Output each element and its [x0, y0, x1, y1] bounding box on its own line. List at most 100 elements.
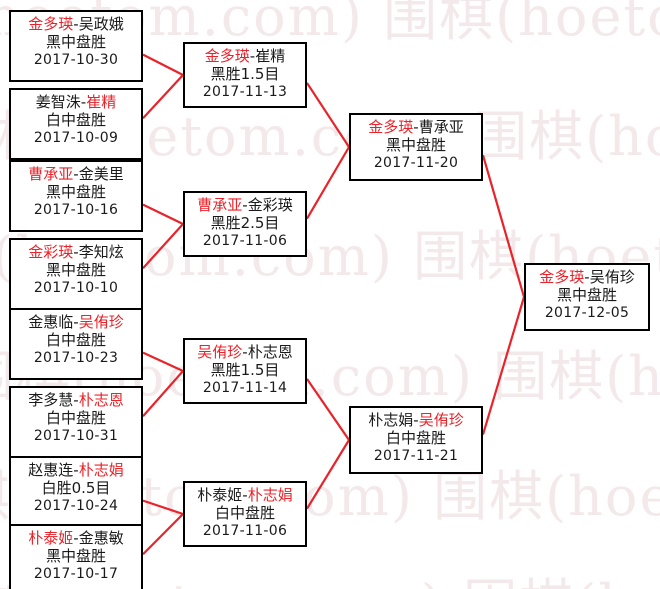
player-left: 金多瑛 [204, 47, 250, 65]
player-right: 吴侑珍 [589, 268, 635, 286]
player-right: 曹承亚 [418, 118, 464, 136]
player-separator: - [249, 47, 256, 65]
match-date: 2017-11-20 [373, 154, 459, 171]
match-date: 2017-11-13 [202, 83, 288, 100]
connector-line [142, 370, 184, 417]
connector-line [306, 82, 350, 148]
player-left: 曹承亚 [28, 165, 74, 183]
player-left: 赵惠连 [28, 461, 74, 479]
player-separator: - [73, 391, 79, 409]
player-right: 崔精 [86, 93, 117, 111]
match-result: 黑中盘胜 [45, 33, 106, 52]
player-left: 金惠临 [28, 313, 74, 331]
player-separator: - [73, 313, 79, 331]
player-right: 崔精 [255, 47, 286, 65]
match-players: 赵惠连-朴志娟 [15, 461, 137, 479]
match-date: 2017-10-31 [33, 427, 119, 444]
match-result: 黑中盘胜 [45, 183, 106, 202]
player-right: 朴志娟 [247, 486, 293, 504]
match-result: 白胜0.5目 [41, 479, 111, 498]
connector-line [481, 154, 526, 298]
connector-line [306, 439, 350, 510]
player-separator: - [73, 243, 79, 261]
match-result: 白中盘胜 [45, 111, 106, 130]
player-right: 吴侑珍 [418, 411, 464, 429]
match-players: 金多瑛-崔精 [189, 47, 301, 65]
connector-line [306, 146, 350, 220]
match-players: 金多瑛-吴侑珍 [530, 268, 644, 286]
player-separator: - [584, 268, 590, 286]
player-left: 曹承亚 [197, 196, 243, 214]
player-right: 金彩瑛 [247, 196, 293, 214]
match-result: 黑胜2.5目 [210, 214, 280, 233]
player-separator: - [242, 343, 248, 361]
player-right: 朴志娟 [78, 461, 124, 479]
player-left: 朴泰姬 [197, 486, 243, 504]
connector-line [142, 499, 184, 516]
match-date: 2017-10-17 [33, 565, 119, 582]
player-separator: - [73, 461, 79, 479]
player-separator: - [413, 118, 419, 136]
match-result: 白中盘胜 [45, 331, 106, 350]
player-left: 吴侑珍 [197, 343, 243, 361]
match-result: 黑中盘胜 [45, 261, 106, 280]
player-separator: - [242, 196, 248, 214]
match-date: 2017-10-23 [33, 349, 119, 366]
match-players: 曹承亚-金彩瑛 [189, 196, 301, 214]
match-players: 朴志娟-吴侑珍 [355, 411, 477, 429]
match-result: 黑中盘胜 [385, 136, 446, 155]
player-separator: - [80, 93, 87, 111]
match-result: 白中盘胜 [214, 504, 275, 523]
player-right: 李知炫 [78, 243, 124, 261]
player-left: 金多瑛 [539, 268, 585, 286]
player-left: 金多瑛 [28, 15, 74, 33]
match-players: 金多瑛-吴政娥 [15, 15, 137, 33]
player-separator: - [242, 486, 248, 504]
match-players: 金彩瑛-李知炫 [15, 243, 137, 261]
match-result: 白中盘胜 [45, 409, 106, 428]
match-date: 2017-12-05 [544, 304, 630, 321]
player-right: 吴侑珍 [78, 313, 124, 331]
connector-line [306, 378, 350, 441]
connector-line [142, 53, 184, 76]
match-date: 2017-10-16 [33, 201, 119, 218]
player-separator: - [73, 529, 79, 547]
match-players: 朴泰姬-朴志娟 [189, 486, 301, 504]
player-separator: - [73, 165, 79, 183]
match-players: 李多慧-朴志恩 [15, 391, 137, 409]
player-left: 金彩瑛 [28, 243, 74, 261]
match-result: 黑中盘胜 [556, 286, 617, 305]
match-date: 2017-11-21 [373, 447, 459, 464]
match-date: 2017-11-06 [202, 522, 288, 539]
connector-line [481, 296, 526, 435]
match-players: 姜智洙-崔精 [15, 93, 137, 111]
match-result: 黑胜1.5目 [210, 65, 280, 84]
match-result: 白中盘胜 [385, 429, 446, 448]
match-players: 金惠临-吴侑珍 [15, 313, 137, 331]
player-left: 朴志娟 [368, 411, 414, 429]
connector-line [142, 513, 184, 556]
player-separator: - [413, 411, 419, 429]
connector-line [142, 351, 184, 372]
player-left: 李多慧 [28, 391, 74, 409]
match-date: 2017-10-10 [33, 279, 119, 296]
connector-line [142, 203, 184, 225]
match-players: 朴泰姬-金惠敏 [15, 529, 137, 547]
match-result: 黑中盘胜 [45, 547, 106, 566]
